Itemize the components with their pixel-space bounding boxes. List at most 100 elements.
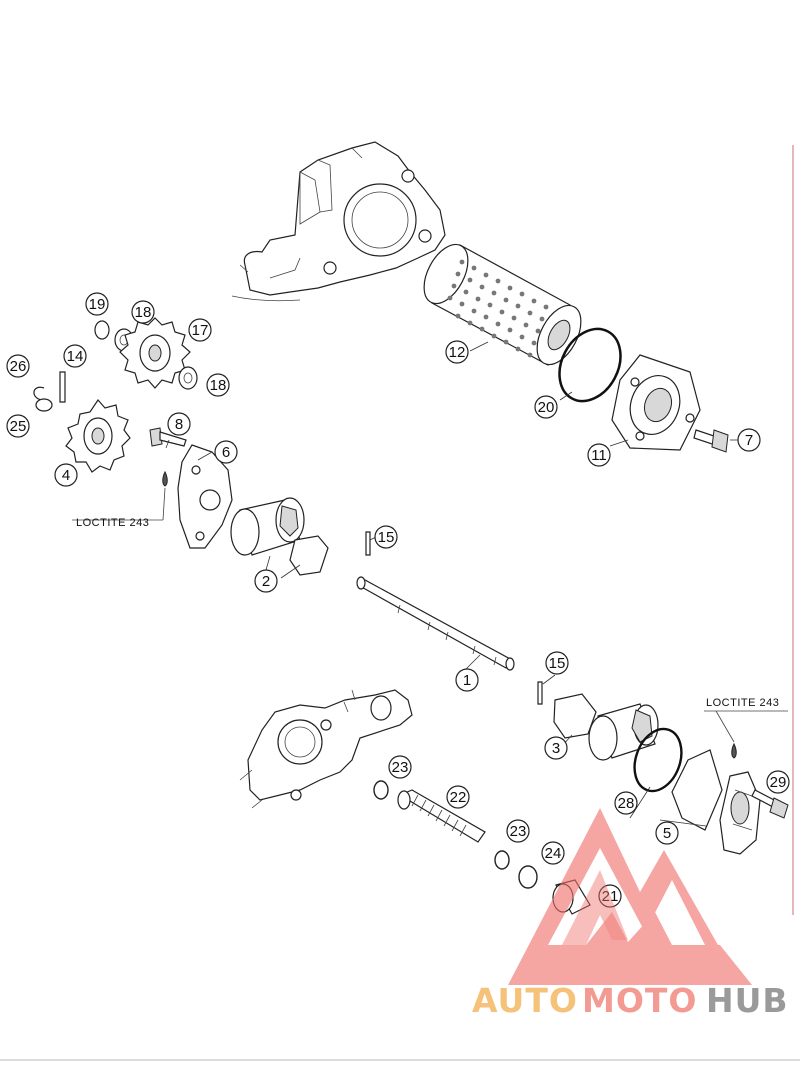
loctite-leader-left-up: [162, 487, 166, 521]
watermark-text: AUTO MOTO HUB: [472, 981, 789, 1020]
o-ring-20: [558, 327, 622, 403]
o-ring-23-upper: [373, 780, 389, 800]
oil-filter: [423, 243, 582, 366]
gear-17: [119, 317, 191, 389]
loctite-leader-right-down: [715, 710, 735, 743]
loctite-drop-right: [731, 742, 737, 759]
pin-15-lower: [537, 681, 543, 705]
o-ring-23-lower: [494, 850, 510, 870]
watermark-moto: MOTO: [582, 981, 697, 1020]
circlip-26: [33, 386, 45, 401]
callout-markers: 19 18 17 26 14 18 12 25 20 8 7 6 11 4 15…: [6, 292, 790, 908]
callout-label: 23: [392, 759, 409, 776]
callout-3: 3: [544, 736, 568, 760]
callout-29: 29: [766, 770, 790, 794]
callout-label: 3: [552, 740, 560, 757]
callout-label: 15: [378, 529, 395, 546]
callout-1: 1: [455, 668, 479, 692]
callout-label: 4: [62, 467, 70, 484]
o-ring-28: [633, 727, 683, 793]
callout-label: 21: [602, 888, 619, 905]
callout-14: 14: [63, 344, 87, 368]
loctite-label-left: LOCTITE 243: [76, 517, 149, 529]
o-ring-24: [518, 865, 538, 889]
washer-18-lower: [178, 366, 198, 390]
callout-23b: 23: [506, 819, 530, 843]
callout-label: 18: [135, 304, 152, 321]
washer-25: [35, 398, 53, 412]
callout-6: 6: [214, 440, 238, 464]
callout-label: 6: [222, 444, 230, 461]
callout-label: 12: [449, 344, 466, 361]
callout-label: 18: [210, 377, 227, 394]
cover-bolt: [693, 429, 729, 453]
callout-label: 14: [67, 348, 84, 365]
callout-label: 26: [10, 358, 27, 375]
pump-shaft: [356, 576, 515, 671]
callout-label: 19: [89, 296, 106, 313]
callout-label: 11: [591, 447, 607, 464]
callout-label: 8: [175, 416, 183, 433]
leader-lines: [165, 341, 741, 827]
pump-rotor-inner: [289, 535, 329, 576]
callout-22: 22: [446, 785, 470, 809]
pump-cover-gasket: [671, 749, 723, 831]
callout-label: 5: [663, 825, 671, 842]
pin-14: [59, 371, 66, 403]
callout-25: 25: [6, 414, 30, 438]
callout-label: 20: [538, 399, 555, 416]
callout-label: 23: [510, 823, 527, 840]
watermark-logo-mark: [508, 808, 752, 985]
callout-label: 2: [262, 573, 270, 590]
callout-20: 20: [534, 395, 558, 419]
pump-cover: [719, 771, 761, 855]
callout-15b: 15: [545, 651, 569, 675]
callout-label: 17: [192, 322, 209, 339]
callout-15a: 15: [374, 525, 398, 549]
callout-label: 7: [745, 432, 753, 449]
callout-label: 29: [770, 774, 787, 791]
callout-24: 24: [541, 841, 565, 865]
scavenge-rotor-inner: [553, 693, 597, 739]
callout-12: 12: [445, 340, 469, 364]
callout-label: 25: [10, 418, 27, 435]
bolt-8: [149, 427, 187, 447]
engine-case-upper: [231, 141, 446, 302]
loctite-drop-left: [162, 470, 168, 487]
pin-15-upper: [365, 531, 371, 556]
callout-2: 2: [254, 569, 278, 593]
watermark-hub: HUB: [706, 981, 789, 1020]
callout-4: 4: [54, 463, 78, 487]
callout-5: 5: [655, 821, 679, 845]
washer-19: [94, 320, 110, 340]
callout-label: 24: [545, 845, 562, 862]
callout-label: 1: [463, 672, 471, 689]
callout-21: 21: [598, 884, 622, 908]
loctite-label-right: LOCTITE 243: [706, 697, 779, 709]
pump-plate: [177, 444, 233, 549]
callout-8: 8: [167, 412, 191, 436]
callout-28: 28: [614, 791, 638, 815]
callout-18a: 18: [131, 300, 155, 324]
watermark-auto: AUTO: [472, 981, 578, 1020]
logo-outer-triangle: [508, 808, 752, 985]
callout-26: 26: [6, 354, 30, 378]
engine-case-lower: [239, 689, 413, 809]
callout-label: 28: [618, 795, 635, 812]
callout-label: 22: [450, 789, 467, 806]
callout-19: 19: [85, 292, 109, 316]
pump-cover-bolt: [751, 789, 789, 819]
callout-18b: 18: [206, 373, 230, 397]
callout-label: 15: [549, 655, 566, 672]
callout-17: 17: [188, 318, 212, 342]
gear-4: [65, 399, 131, 473]
callout-7: 7: [737, 428, 761, 452]
logo-inner-triangle: [562, 870, 628, 945]
filter-cover: [611, 354, 701, 451]
scavenge-rotor-outer: [588, 703, 659, 761]
pump-rotor-outer: [230, 497, 305, 556]
oil-strainer: [397, 789, 486, 843]
callout-23a: 23: [388, 755, 412, 779]
callout-11: 11: [587, 443, 611, 467]
